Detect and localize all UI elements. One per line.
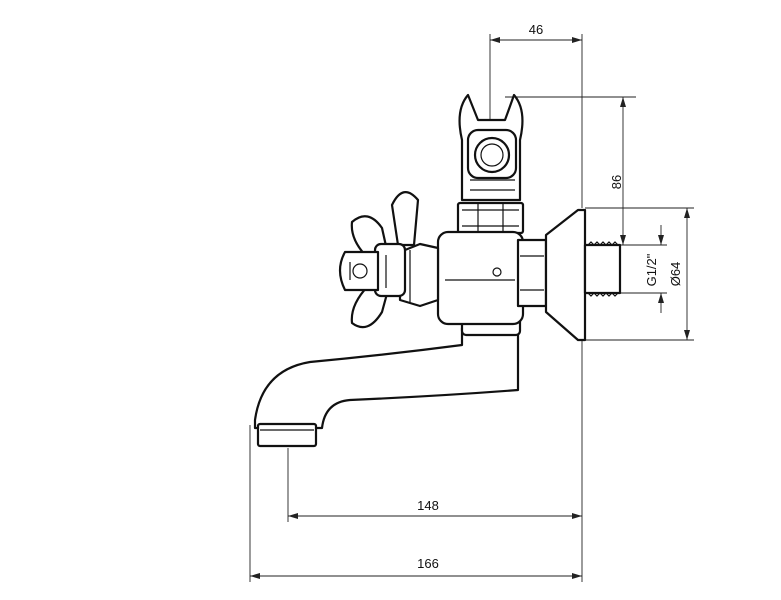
dim-166-label: 166 (417, 556, 439, 571)
hex-nut (456, 201, 525, 235)
threaded-pipe (583, 243, 622, 295)
spout-aerator (256, 422, 318, 448)
dimension-lines (249, 34, 694, 582)
hook-outlet (473, 136, 511, 174)
dim-46-label: 46 (529, 22, 543, 37)
wall-flange (544, 208, 587, 342)
dim-86-label: 86 (609, 175, 624, 189)
cross-handle (338, 191, 420, 329)
main-body (436, 230, 525, 326)
faucet-body (253, 93, 622, 448)
dim-148-label: 148 (417, 498, 439, 513)
dim-diameter-label: Ø64 (668, 262, 683, 287)
spout (253, 326, 520, 430)
wall-connector (516, 238, 548, 308)
dim-thread-label: G1/2" (644, 253, 659, 286)
